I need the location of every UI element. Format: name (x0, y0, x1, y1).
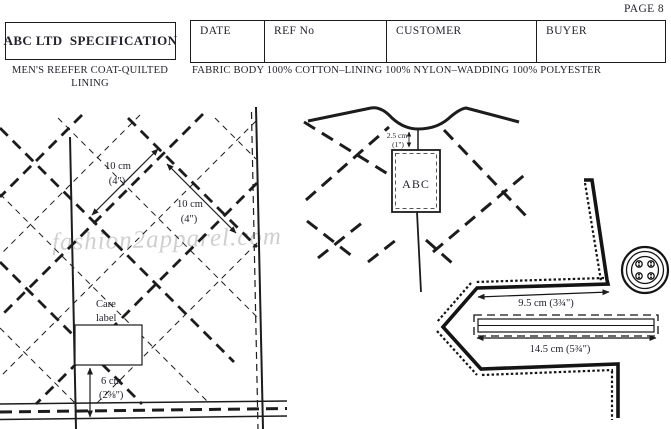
button-holes (635, 260, 655, 280)
spec-header-table: DATE REF No CUSTOMER BUYER (190, 20, 666, 63)
brand-label-text: ABC (402, 177, 430, 191)
quilt-measure-1-value: 10 cm (105, 161, 131, 172)
care-label-rect (74, 324, 143, 366)
hem-lines (0, 400, 288, 421)
brand-label-stitching (395, 153, 437, 209)
quilt-measure-2-value: 10 cm (177, 199, 203, 210)
neckline-path (307, 106, 520, 131)
company-title-box: ABC LTD SPECIFICATION (4, 22, 177, 60)
table-cell-ref-no: REF No (265, 21, 387, 62)
care-label-text-line2: label (96, 313, 116, 324)
neck-quilt-lines (303, 120, 529, 265)
product-title-line2: LINING (71, 78, 109, 89)
buttonhole-length-value: 14.5 cm (5¾") (530, 344, 591, 355)
front-edge-outline (440, 178, 620, 418)
edge-stitch-line (250, 111, 259, 429)
button-offset-value: 9.5 cm (3¾") (518, 298, 574, 309)
product-title: MEN'S REEFER COAT-QUILTED LINING (2, 64, 178, 90)
page-number: PAGE 8 (624, 3, 664, 15)
button-offset-arrow (477, 289, 610, 300)
product-title-line1: MEN'S REEFER COAT-QUILTED (11, 65, 169, 76)
quilted-lining-diagram (0, 106, 288, 429)
front-facing-seam-line (69, 136, 77, 429)
quilted-lining-labels: 10 cm (4") 10 cm (4") Care label 6 cm (2… (96, 161, 203, 401)
table-cell-date: DATE (191, 21, 265, 62)
fabric-composition-note: FABRIC BODY 100% COTTON–LINING 100% NYLO… (192, 65, 602, 76)
front-edge-labels: 9.5 cm (3¾") 14.5 cm (5¾") (518, 298, 591, 355)
care-label-text-line1: Care (96, 299, 116, 310)
edge-stitching (436, 182, 614, 420)
back-neck-diagram (303, 106, 529, 293)
quilt-measure-2-inches: (4") (181, 214, 198, 225)
front-edge-diagram (436, 178, 670, 420)
brand-label-rect (391, 149, 441, 213)
hem-measure-inches: (2⅜") (99, 390, 124, 401)
button-icon (620, 245, 670, 295)
quilt-measure-1-inches: (4") (109, 176, 126, 187)
neck-drop-inches: (1") (392, 140, 404, 149)
back-neck-labels: 2.5 cm (1") ABC (387, 131, 430, 191)
panel-edge-line (255, 106, 264, 429)
center-back-seam-bottom (416, 211, 422, 293)
neck-drop-value: 2.5 cm (387, 131, 408, 140)
table-cell-buyer: BUYER (546, 25, 587, 37)
hem-measure-value: 6 cm (101, 376, 122, 387)
table-cell-customer: CUSTOMER (387, 21, 537, 62)
buttonhole-stitch-box (473, 314, 659, 337)
quilt-measure-arrow-2 (166, 163, 237, 234)
quilt-measure-arrow-1 (91, 148, 159, 216)
